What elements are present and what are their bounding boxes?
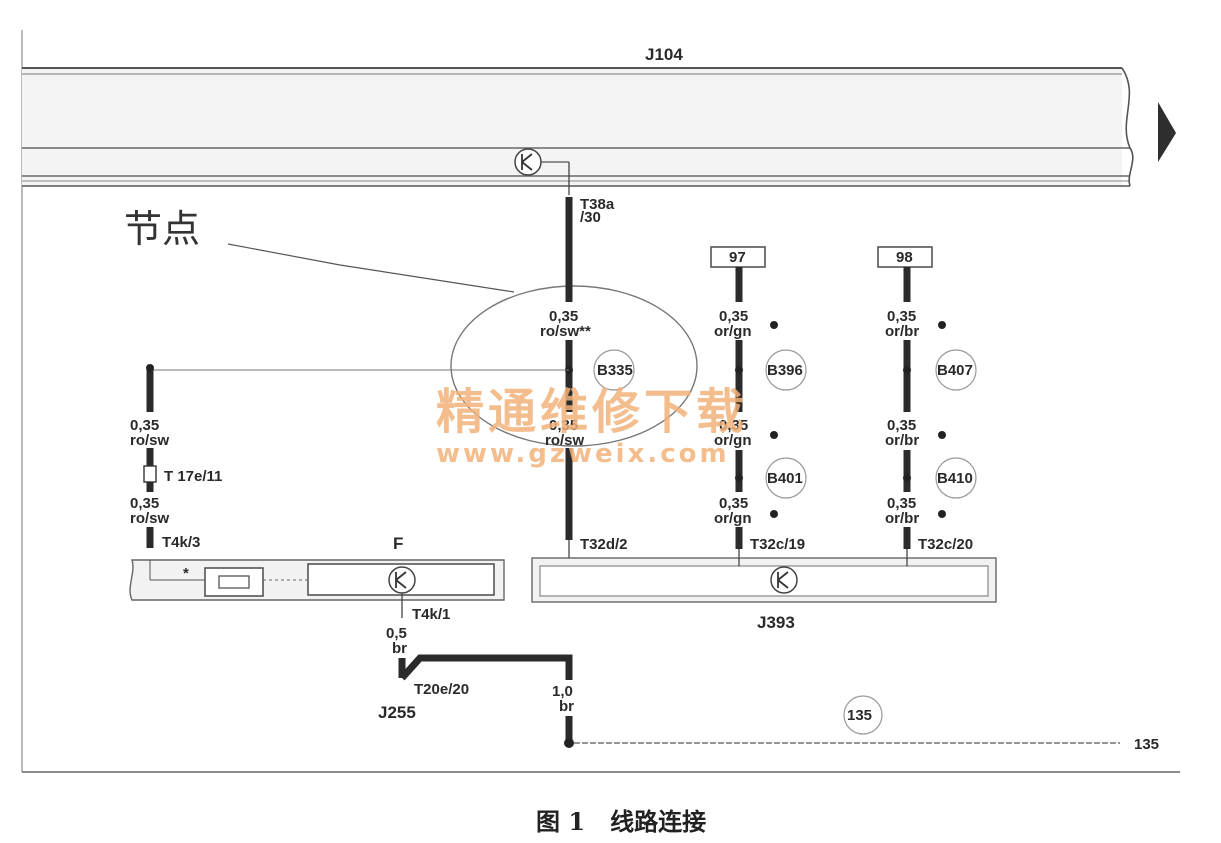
- watermark-url: www.gzweix.com: [436, 439, 730, 469]
- node-b410: B410: [935, 457, 977, 499]
- j104-label: J104: [645, 45, 683, 64]
- wire-size-label: 0,35: [719, 308, 748, 325]
- relay-98-label: 98: [896, 249, 913, 266]
- wire-color-label: ro/sw: [130, 510, 170, 527]
- svg-text:B401: B401: [767, 470, 803, 487]
- node-b407: B407: [935, 349, 977, 391]
- component-f: [129, 559, 505, 601]
- j104-circuit-icon: [514, 148, 542, 176]
- wire-color-label: or/gn: [714, 510, 752, 527]
- figure-caption: 图 1 线路连接: [536, 807, 706, 836]
- node-highlight-ellipse: [450, 285, 698, 447]
- wire-size-label: 1,0: [552, 683, 573, 700]
- node-annotation: 节点: [124, 207, 200, 251]
- wire-color-label: ro/sw: [545, 432, 585, 449]
- svg-text:B407: B407: [937, 362, 973, 379]
- wire-color-label: br: [392, 640, 407, 657]
- wire-size-label: 0,35: [719, 417, 748, 434]
- relay-97-label: 97: [729, 249, 746, 266]
- connector-t38a: T38a: [580, 196, 615, 213]
- wire-color-label: br: [559, 698, 574, 715]
- j104-bus: [22, 67, 1134, 187]
- wire-size-label: 0,35: [549, 417, 578, 434]
- star-marker: *: [183, 565, 189, 582]
- watermark-title: 精通维修下载: [436, 384, 748, 440]
- connector-t32c19: T32c/19: [750, 536, 805, 553]
- svg-text:B335: B335: [597, 362, 633, 379]
- node-135: 135: [843, 695, 883, 735]
- component-j393-label: J393: [757, 613, 795, 632]
- wire-color-label: or/br: [885, 432, 919, 449]
- wire-size-label: 0,35: [549, 308, 578, 325]
- wire-color-label: ro/sw**: [540, 323, 591, 340]
- annotation-leader-line: [227, 243, 515, 293]
- wire-color-label: or/gn: [714, 323, 752, 340]
- wire-size-label: 0,35: [719, 495, 748, 512]
- svg-text:B410: B410: [937, 470, 973, 487]
- wire-size-label: 0,5: [386, 625, 407, 642]
- connector-t4k3: T4k/3: [162, 534, 200, 551]
- wire-color-label: ro/sw: [130, 432, 170, 449]
- connector-t4k1: T4k/1: [412, 606, 450, 623]
- end-label-135: 135: [1134, 736, 1159, 753]
- node-b401: B401: [765, 457, 807, 499]
- wire-color-label: or/gn: [714, 432, 752, 449]
- wire-color-label: or/br: [885, 510, 919, 527]
- wire-gnd-link: [399, 654, 573, 681]
- wire-size-label: 0,35: [130, 417, 159, 434]
- connector-t32d2: T32d/2: [580, 536, 628, 553]
- svg-text:B396: B396: [767, 362, 803, 379]
- component-j255-label: J255: [378, 703, 416, 722]
- svg-text:135: 135: [847, 707, 872, 724]
- wire-size-label: 0,35: [130, 495, 159, 512]
- arrow-right-icon: [1158, 102, 1176, 162]
- wire-size-label: 0,35: [887, 417, 916, 434]
- wire-size-label: 0,35: [887, 308, 916, 325]
- wire-size-label: 0,35: [887, 495, 916, 512]
- connector-t32c20: T32c/20: [918, 536, 973, 553]
- connector-pin-icon: [143, 465, 157, 483]
- connector-t38a-pin: /30: [580, 209, 601, 226]
- node-b335: B335: [593, 349, 635, 391]
- node-b396: B396: [765, 349, 807, 391]
- wire-color-label: or/br: [885, 323, 919, 340]
- component-j393: [531, 557, 997, 603]
- component-f-label: F: [393, 534, 403, 553]
- connector-t20e: T20e/20: [414, 681, 469, 698]
- connector-t17e: T 17e/11: [164, 468, 222, 485]
